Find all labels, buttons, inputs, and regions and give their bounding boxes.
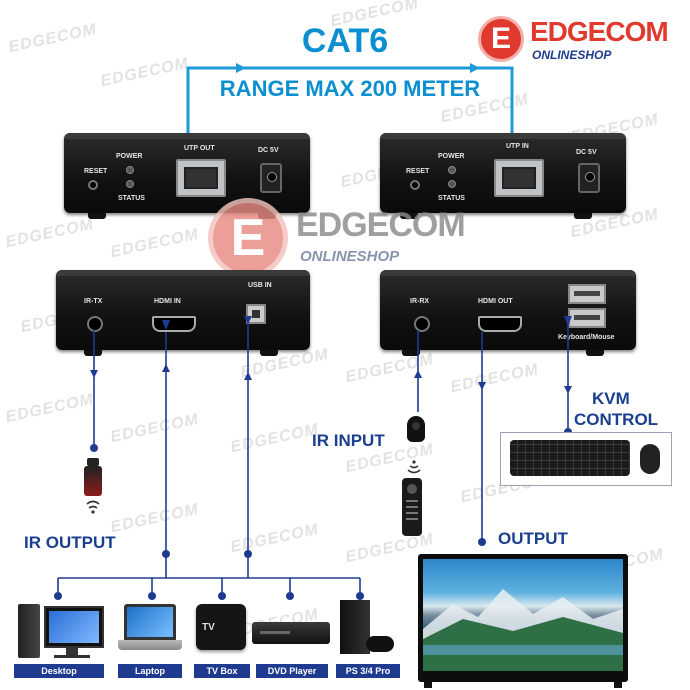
- brand-name: EDGECOM: [530, 16, 669, 47]
- reset-label: RESET: [84, 168, 108, 175]
- reset-button[interactable]: [88, 180, 98, 190]
- center-brand-logo: E EDGECOM ONLINESHOP: [208, 198, 468, 282]
- status-label: STATUS: [118, 195, 145, 202]
- output-label: OUTPUT: [498, 529, 568, 548]
- ir-tx-port[interactable]: [87, 316, 103, 332]
- hdmi-in-label: HDMI IN: [154, 298, 181, 305]
- ir-rx-label: IR-RX: [410, 298, 430, 305]
- junction-dot: [478, 538, 486, 546]
- status-label: STATUS: [438, 195, 465, 202]
- device-label-desktop: Desktop: [14, 664, 104, 678]
- cable-type-title: CAT6: [301, 22, 389, 60]
- mountain-scene-icon: [423, 589, 623, 671]
- ir-signal-icon: [86, 500, 100, 514]
- status-led: [448, 180, 456, 188]
- keyboard-mouse-label: Keyboard/Mouse: [558, 334, 615, 341]
- kvm-label-line2: CONTROL: [574, 410, 659, 429]
- range-subtitle: RANGE MAX 200 METER: [219, 76, 481, 101]
- ir-emitter-icon: [82, 458, 104, 498]
- power-led: [448, 166, 456, 174]
- ir-output-label: IR OUTPUT: [24, 533, 116, 552]
- hdmi-out-port[interactable]: [478, 316, 522, 332]
- junction-dot: [286, 592, 294, 600]
- ir-receiver-icon: [404, 416, 428, 446]
- desktop-pc-icon: [14, 600, 104, 662]
- usb-in-port[interactable]: [246, 304, 266, 324]
- device-label-dvd-player: DVD Player: [256, 664, 328, 678]
- dvd-player-icon: [252, 622, 330, 644]
- tv-monitor: [418, 554, 628, 682]
- ir-signal-icon: [407, 460, 421, 474]
- utp-in-label: UTP IN: [506, 143, 529, 150]
- remote-control-icon: [402, 478, 422, 536]
- utp-out-port[interactable]: [176, 159, 226, 197]
- ir-rx-port[interactable]: [414, 316, 430, 332]
- utp-out-label: UTP OUT: [184, 145, 215, 152]
- brand-tagline: ONLINESHOP: [300, 248, 400, 265]
- power-label: POWER: [438, 153, 465, 160]
- receiver-front-panel: RESET POWER STATUS UTP IN DC 5V: [380, 133, 626, 213]
- brand-logo-mark: E: [208, 198, 288, 278]
- device-label-laptop: Laptop: [118, 664, 182, 678]
- status-led: [126, 180, 134, 188]
- brand-tagline: ONLINESHOP: [532, 48, 612, 62]
- device-label-tv-box: TV Box: [194, 664, 250, 678]
- junction-dot: [148, 592, 156, 600]
- brand-logo: E EDGECOM ONLINESHOP: [478, 14, 688, 66]
- power-label: POWER: [116, 153, 143, 160]
- hdmi-out-label: HDMI OUT: [478, 298, 513, 305]
- mouse-icon: [640, 444, 660, 474]
- dc-label: DC 5V: [576, 149, 597, 156]
- usb-port-upper[interactable]: [568, 284, 606, 304]
- laptop-icon: [118, 604, 182, 660]
- junction-dot: [162, 550, 170, 558]
- ir-tx-label: IR-TX: [84, 298, 103, 305]
- keyboard-icon: [510, 440, 630, 476]
- kvm-label-line1: KVM: [592, 389, 630, 408]
- brand-name: EDGECOM: [296, 206, 466, 244]
- tv-box-icon: TV: [196, 604, 246, 650]
- dc-label: DC 5V: [258, 147, 279, 154]
- junction-dot: [90, 444, 98, 452]
- transmitter-front-panel: RESET POWER STATUS UTP OUT DC 5V: [64, 133, 310, 213]
- ir-input-label: IR INPUT: [312, 431, 385, 450]
- junction-dot: [54, 592, 62, 600]
- game-console-icon: [336, 600, 394, 658]
- dc-power-jack[interactable]: [260, 163, 282, 193]
- brand-logo-mark: E: [478, 16, 524, 62]
- junction-dot: [218, 592, 226, 600]
- usb-in-label: USB IN: [248, 282, 272, 289]
- junction-dot: [244, 550, 252, 558]
- utp-in-port[interactable]: [494, 159, 544, 197]
- reset-label: RESET: [406, 168, 430, 175]
- power-led: [126, 166, 134, 174]
- dc-power-jack[interactable]: [578, 163, 600, 193]
- reset-button[interactable]: [410, 180, 420, 190]
- receiver-back-panel: IR-RX HDMI OUT Keyboard/Mouse: [380, 270, 636, 350]
- junction-dot: [356, 592, 364, 600]
- device-label-game-console: PS 3/4 Pro: [336, 664, 400, 678]
